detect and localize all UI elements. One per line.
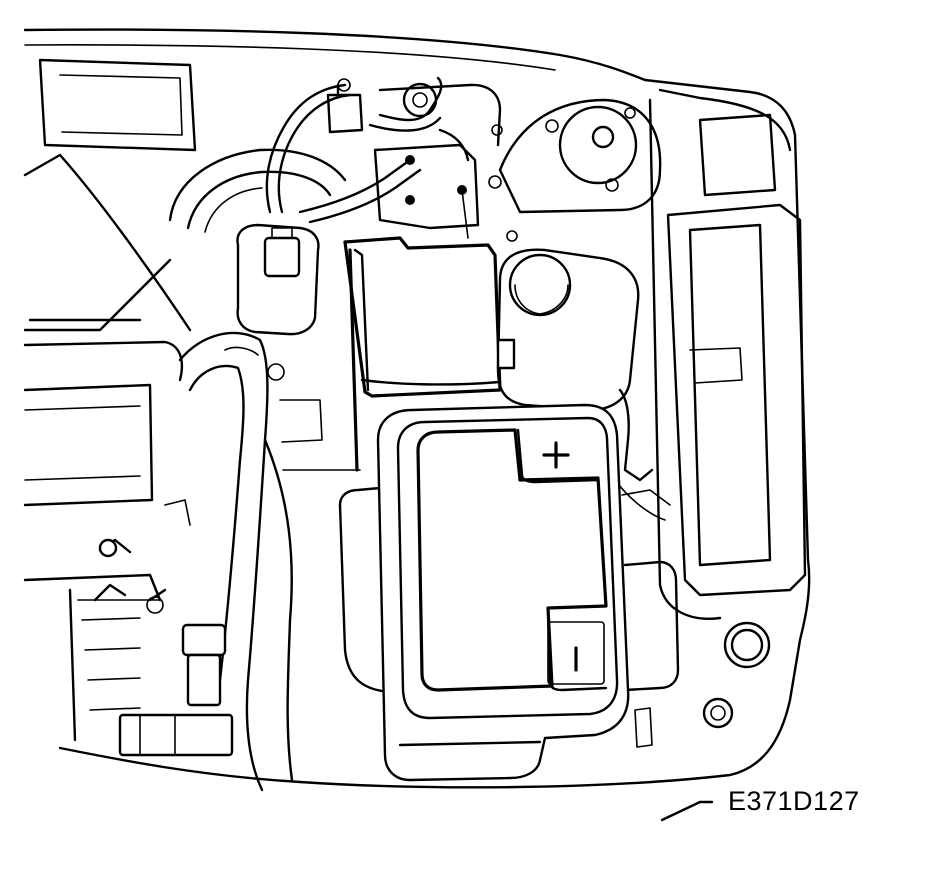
engine-block <box>23 340 184 742</box>
sensor-connectors <box>93 499 234 757</box>
figure-code: E371D127 <box>728 786 860 816</box>
strut-tower <box>498 98 662 214</box>
coolant-reservoir <box>496 248 654 482</box>
right-fender-panel <box>666 113 807 597</box>
battery-tray <box>267 363 680 748</box>
body-mount-bolts <box>702 621 771 729</box>
fuse-box <box>343 236 516 472</box>
brake-lines <box>265 76 470 224</box>
air-intake <box>23 153 192 507</box>
figure-leader-line <box>660 800 714 822</box>
battery-positive-terminal <box>542 441 570 469</box>
brake-booster <box>168 148 347 233</box>
firewall-details <box>38 58 518 242</box>
battery <box>376 403 630 782</box>
abs-modulator <box>326 78 480 239</box>
radiator-hose <box>178 331 294 792</box>
brake-reservoir <box>236 223 320 336</box>
